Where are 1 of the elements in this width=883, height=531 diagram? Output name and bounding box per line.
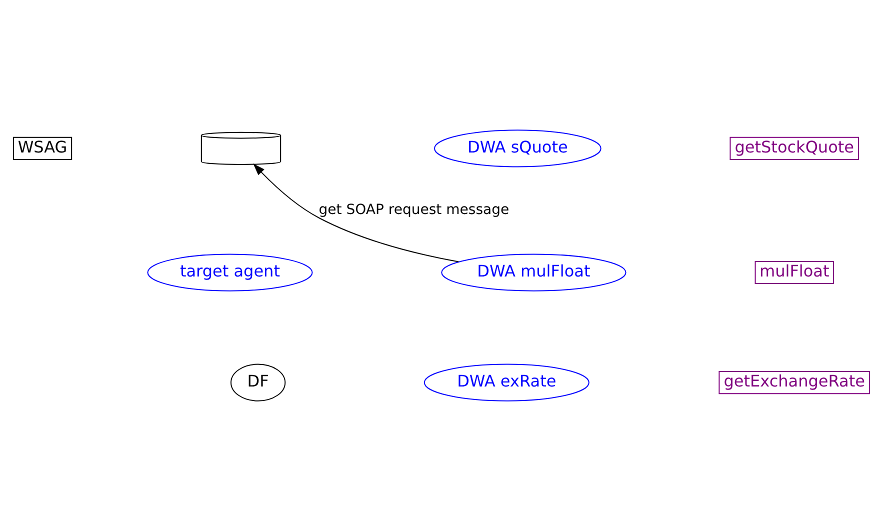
edge-label: get SOAP request message (318, 202, 510, 218)
